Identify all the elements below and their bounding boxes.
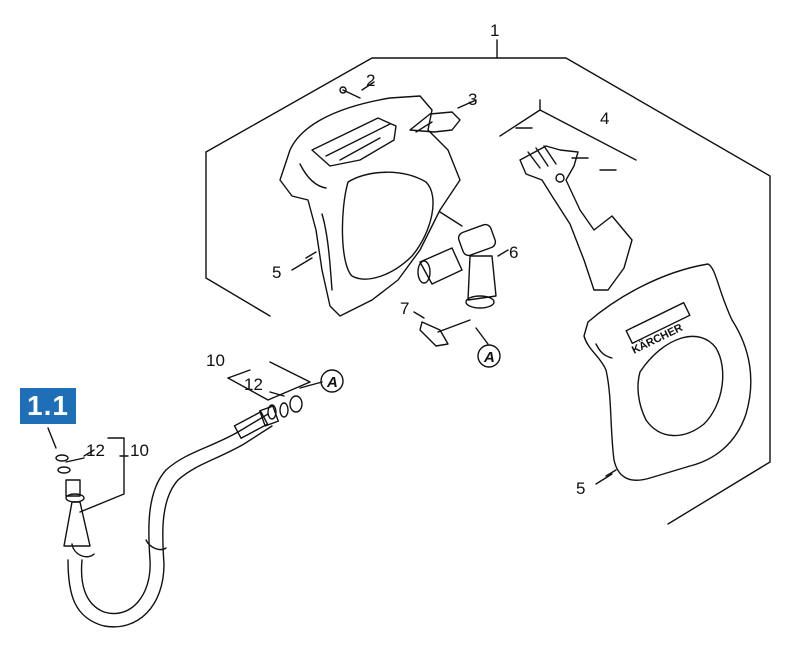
callout-4: 4	[600, 109, 609, 128]
connector-circle-mid	[320, 369, 344, 393]
trigger-part	[499, 99, 637, 291]
callout-5-top: 5	[272, 263, 281, 282]
callout-3: 3	[468, 90, 477, 109]
callout-5-bottom: 5	[576, 479, 585, 498]
retaining-pin-part	[413, 311, 471, 347]
leader-lines	[47, 251, 617, 513]
callout-12-left: 12	[86, 441, 105, 460]
callout-10-left: 10	[130, 441, 149, 460]
connector-circle-top	[477, 344, 501, 368]
screw-part	[339, 81, 375, 99]
callout-6: 6	[509, 243, 518, 262]
callout-2: 2	[366, 71, 375, 90]
trigger-lock-part	[409, 99, 477, 133]
callout-7: 7	[400, 299, 409, 318]
handle-shell-right-part	[583, 263, 752, 481]
connector-label-top: A	[483, 349, 495, 366]
item-number-badge: 1.1	[20, 388, 76, 424]
handle-shell-left-part	[279, 95, 461, 317]
high-pressure-hose	[55, 395, 303, 628]
callout-12-mid: 12	[244, 375, 263, 394]
elbow-fitting-part	[417, 211, 509, 309]
callout-1: 1	[490, 21, 499, 40]
callout-10-mid: 10	[206, 351, 225, 370]
assembly-bracket	[205, 39, 771, 525]
connector-label-mid: A	[326, 374, 338, 391]
